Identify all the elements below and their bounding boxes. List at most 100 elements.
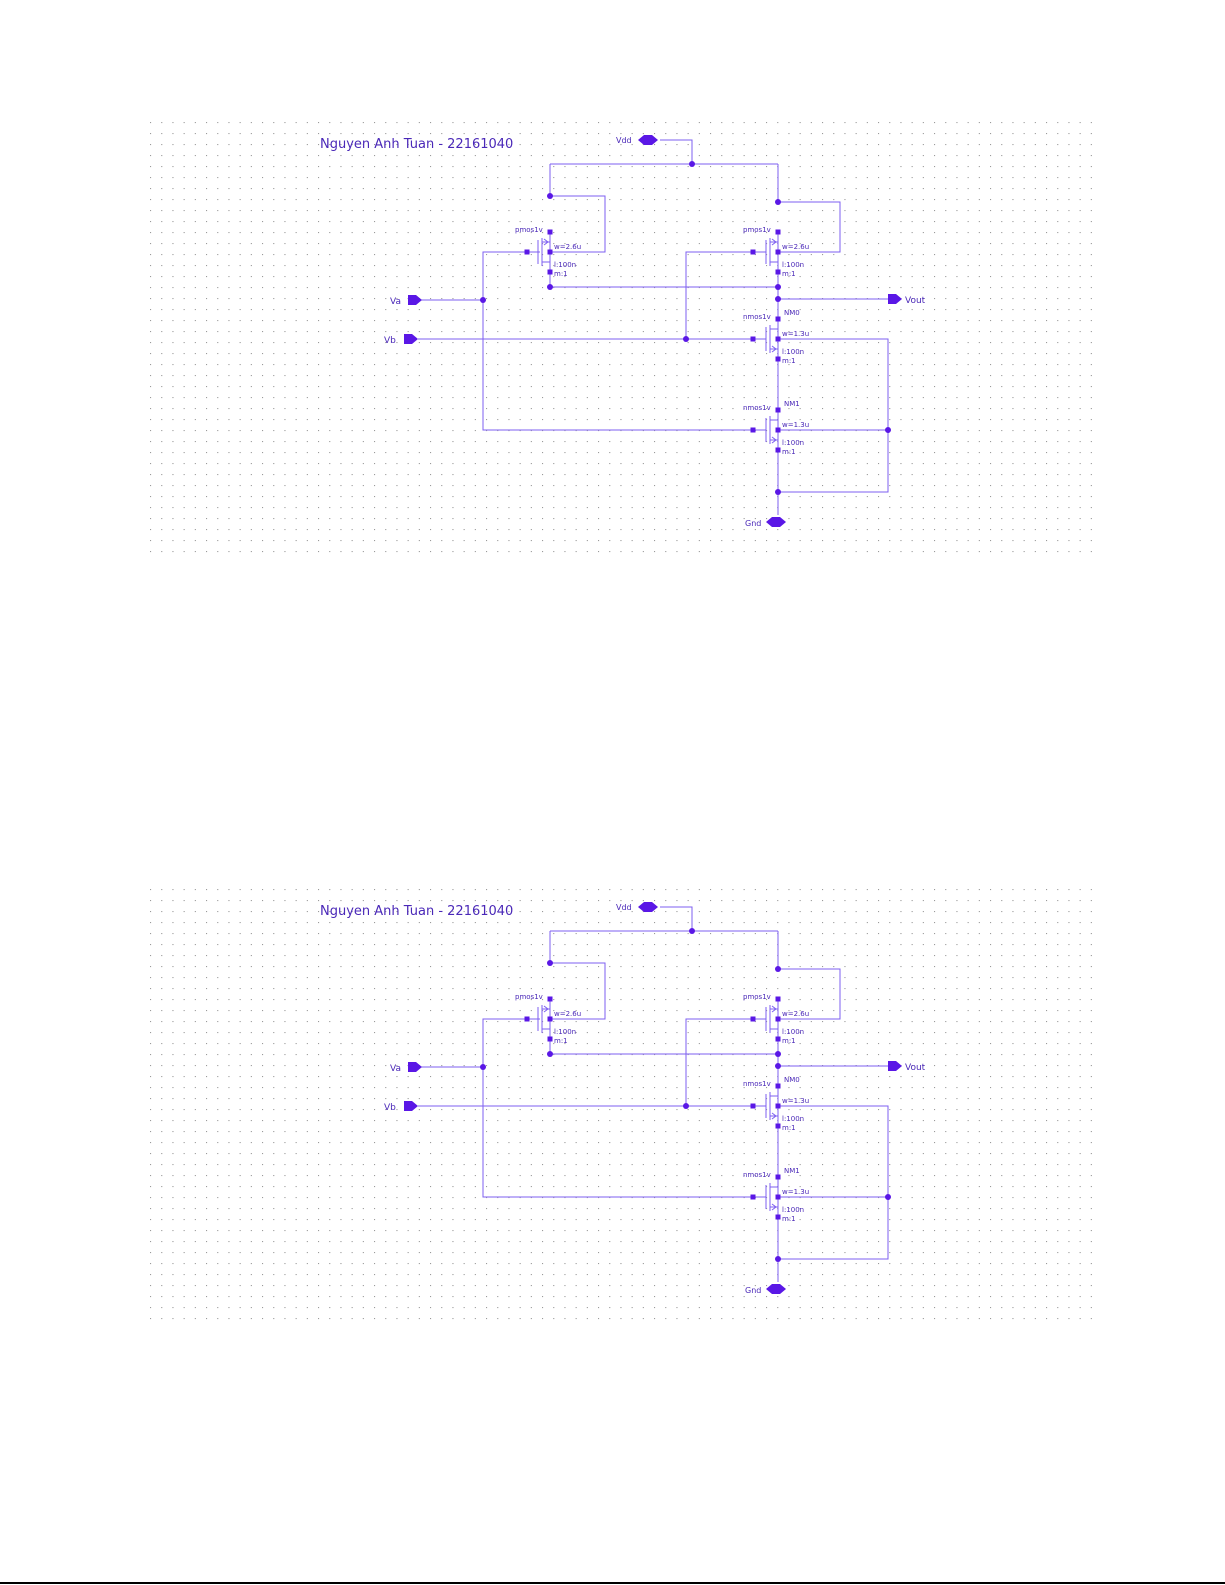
grid-dot — [474, 1065, 476, 1067]
grid-dot — [508, 988, 510, 990]
grid-dot — [474, 265, 476, 267]
grid-dot — [441, 1318, 443, 1320]
transistor-model-label: pmos1v — [743, 226, 771, 234]
grid-dot — [407, 243, 409, 245]
grid-dot — [273, 911, 275, 913]
grid-dot — [1057, 177, 1059, 179]
grid-dot — [463, 463, 465, 465]
grid-dot — [553, 320, 555, 322]
grid-dot — [351, 1087, 353, 1089]
grid-dot — [295, 243, 297, 245]
grid-dot — [676, 463, 678, 465]
grid-dot — [228, 342, 230, 344]
grid-dot — [934, 496, 936, 498]
grid-dot — [788, 507, 790, 509]
grid-dot — [452, 452, 454, 454]
grid-dot — [407, 1274, 409, 1276]
grid-dot — [172, 331, 174, 333]
grid-dot — [284, 1197, 286, 1199]
grid-dot — [318, 977, 320, 979]
grid-dot — [956, 518, 958, 520]
grid-dot — [665, 298, 667, 300]
grid-dot — [273, 1109, 275, 1111]
grid-dot — [217, 1318, 219, 1320]
grid-dot — [542, 1054, 544, 1056]
grid-dot — [1057, 408, 1059, 410]
grid-dot — [284, 988, 286, 990]
junction-dots — [480, 161, 891, 495]
grid-dot — [788, 364, 790, 366]
grid-dot — [721, 463, 723, 465]
grid-dot — [161, 540, 163, 542]
grid-dot — [654, 210, 656, 212]
grid-dot — [956, 419, 958, 421]
grid-dot — [250, 507, 252, 509]
grid-dot — [262, 1131, 264, 1133]
grid-dot — [318, 1197, 320, 1199]
grid-dot — [1012, 276, 1014, 278]
grid-dot — [217, 1307, 219, 1309]
grid-dot — [250, 944, 252, 946]
grid-dot — [542, 441, 544, 443]
grid-dot — [1068, 441, 1070, 443]
grid-dot — [385, 1252, 387, 1254]
grid-dot — [284, 463, 286, 465]
grid-dot — [878, 133, 880, 135]
grid-dot — [732, 331, 734, 333]
grid-dot — [329, 999, 331, 1001]
grid-dot — [833, 232, 835, 234]
grid-dot — [553, 397, 555, 399]
grid-dot — [1034, 177, 1036, 179]
grid-dot — [273, 331, 275, 333]
grid-dot — [407, 144, 409, 146]
grid-dot — [609, 386, 611, 388]
grid-dot — [452, 441, 454, 443]
grid-dot — [900, 342, 902, 344]
grid-dot — [418, 551, 420, 553]
grid-dot — [239, 999, 241, 1001]
grid-dot — [508, 1131, 510, 1133]
grid-dot — [822, 452, 824, 454]
grid-dot — [318, 265, 320, 267]
grid-dot — [430, 1252, 432, 1254]
grid-dot — [228, 177, 230, 179]
grid-dot — [250, 166, 252, 168]
grid-dot — [239, 243, 241, 245]
grid-dot — [564, 375, 566, 377]
grid-dot — [172, 988, 174, 990]
grid-dot — [978, 430, 980, 432]
grid-dot — [430, 375, 432, 377]
grid-dot — [889, 155, 891, 157]
grid-dot — [194, 408, 196, 410]
grid-dot — [1079, 276, 1081, 278]
grid-dot — [318, 298, 320, 300]
grid-dot — [497, 408, 499, 410]
grid-dot — [228, 1065, 230, 1067]
grid-dot — [306, 353, 308, 355]
grid-dot — [631, 540, 633, 542]
grid-dot — [150, 1219, 152, 1221]
grid-dot — [799, 441, 801, 443]
grid-dot — [396, 353, 398, 355]
grid-dot — [385, 353, 387, 355]
grid-dot — [206, 298, 208, 300]
grid-dot — [362, 287, 364, 289]
grid-dot — [385, 1197, 387, 1199]
grid-dot — [194, 166, 196, 168]
grid-dot — [250, 331, 252, 333]
grid-dot — [710, 287, 712, 289]
grid-dot — [418, 1241, 420, 1243]
junction-dot — [775, 489, 781, 495]
grid-dot — [329, 1043, 331, 1045]
grid-dot — [430, 1241, 432, 1243]
grid-dot — [945, 232, 947, 234]
grid-dot — [430, 265, 432, 267]
grid-dot — [407, 1241, 409, 1243]
grid-dot — [956, 133, 958, 135]
grid-dot — [362, 243, 364, 245]
grid-dot — [1012, 309, 1014, 311]
grid-dot — [810, 463, 812, 465]
grid-dot — [183, 320, 185, 322]
grid-dot — [721, 507, 723, 509]
grid-dot — [150, 1109, 152, 1111]
